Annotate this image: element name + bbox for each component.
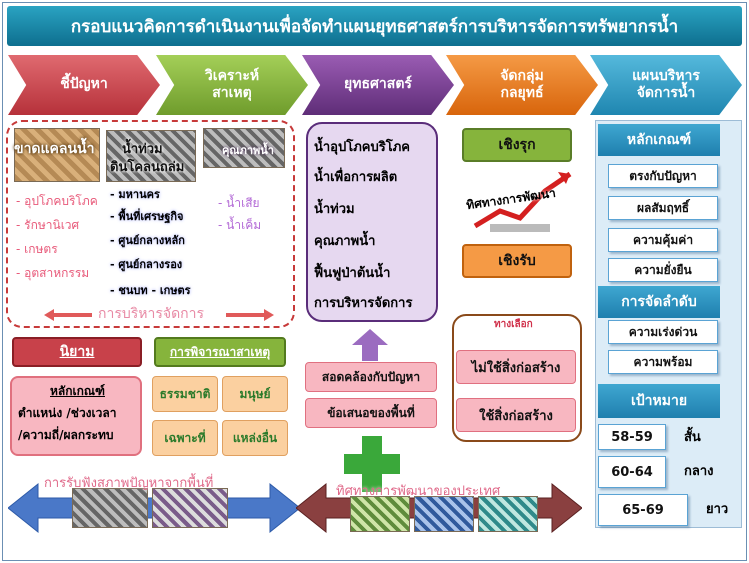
criteria-item: ตรงกับปัญหา — [608, 164, 718, 188]
development-photo-2 — [414, 496, 474, 532]
cause-other-source: แหล่งอื่น — [222, 420, 288, 456]
stage-label-2: กลยุทธ์ — [500, 85, 544, 101]
strategy-box — [306, 122, 438, 322]
priority-header: การจัดลำดับ — [598, 286, 720, 318]
drought-image — [14, 128, 100, 182]
stage-label: ยุทธศาสตร์ — [344, 76, 412, 93]
development-photo — [350, 496, 410, 532]
causes-header: การพิจารณาสาเหตุ — [154, 337, 286, 367]
target-term: กลาง — [684, 464, 714, 479]
problem-area — [6, 120, 295, 328]
stage-label-2: จัดการน้ำ — [636, 85, 696, 101]
strategy-item: น้ำท่วม — [314, 202, 355, 217]
criteria-header: หลักเกณฑ์ — [598, 124, 720, 156]
criteria-item: ความยั่งยืน — [608, 258, 718, 282]
quality-item: - น้ำเสีย — [218, 196, 260, 210]
hearing-photo — [72, 488, 148, 528]
management-label: การบริหารจัดการ — [98, 306, 205, 322]
strategy-item: การบริหารจัดการ — [314, 296, 413, 311]
page-title: กรอบแนวคิดการดำเนินงานเพื่อจัดทำแผนยุทธศ… — [7, 6, 742, 46]
target-term: ยาว — [706, 502, 729, 517]
quality-item: - น้ำเค็ม — [218, 218, 262, 232]
criteria-item: ความคุ้มค่า — [608, 228, 718, 252]
water-quality-image — [203, 128, 285, 168]
consistent-box: สอดคล้องกับปัญหา — [305, 362, 437, 392]
priority-item: ความเร่งด่วน — [608, 320, 718, 344]
target-years: 60-64 — [598, 456, 666, 488]
structural-box: ใช้สิ่งก่อสร้าง — [456, 398, 576, 432]
stage-problem: ชี้ปัญหา — [8, 55, 160, 115]
proposal-box: ข้อเสนอของพื้นที่ — [305, 398, 437, 428]
flood-item: - มหานคร — [110, 188, 160, 201]
target-header: เป้าหมาย — [598, 384, 720, 418]
stage-label-2: สาเหตุ — [212, 85, 252, 101]
shortage-label: ขาดแคลนน้ำ — [14, 141, 95, 157]
landslide-label: ดินโคลนถล่ม — [110, 160, 185, 175]
flood-label: น้ำท่วม — [122, 142, 163, 157]
strategy-item: น้ำเพื่อการผลิต — [314, 170, 398, 185]
stage-grouping: จัดกลุ่มกลยุทธ์ — [446, 55, 598, 115]
options-label: ทางเลือก — [494, 319, 533, 330]
non-structural-box: ไม่ใช้สิ่งก่อสร้าง — [456, 350, 576, 384]
definition-line-1: ตำแหน่ง /ช่วงเวลา — [18, 406, 117, 420]
shortage-item: - อุปโภคบริโภค — [16, 194, 98, 208]
flood-item: - ศูนย์กลางรอง — [110, 258, 183, 271]
criteria-item: ผลสัมฤทธิ์ — [608, 196, 718, 220]
growth-chart-icon — [473, 171, 572, 232]
flood-item: - พื้นที่เศรษฐกิจ — [110, 210, 184, 223]
management-arrow-right-icon — [226, 309, 274, 321]
target-years: 65-69 — [598, 494, 688, 526]
shortage-item: - รักษานิเวศ — [16, 218, 80, 232]
target-term: สั้น — [684, 430, 701, 445]
strategy-item: คุณภาพน้ำ — [314, 234, 376, 249]
stage-strategy: ยุทธศาสตร์ — [302, 55, 454, 115]
listen-label: การรับฟังสภาพปัญหาจากพื้นที่ — [44, 476, 214, 491]
reactive-box: เชิงรับ — [462, 244, 572, 278]
stage-label: วิเคราะห์ — [204, 67, 260, 84]
definition-line-2: /ความถี่/ผลกระทบ — [18, 428, 114, 442]
management-arrow-left-icon — [44, 309, 92, 321]
quality-label: คุณภาพน้ำ — [222, 144, 274, 157]
cause-natural: ธรรมชาติ — [152, 376, 218, 412]
stage-label: ชี้ปัญหา — [60, 76, 108, 93]
cause-human: มนุษย์ — [222, 376, 288, 412]
flood-image — [106, 130, 196, 182]
shortage-item: - เกษตร — [16, 242, 58, 256]
proactive-box: เชิงรุก — [462, 128, 572, 162]
stage-label: แผนบริหาร — [632, 67, 700, 84]
stage-analyze: วิเคราะห์สาเหตุ — [156, 55, 308, 115]
national-label: ทิศทางการพัฒนาของประเทศ — [336, 484, 501, 499]
plus-icon — [344, 436, 400, 492]
definition-header: นิยาม — [12, 337, 142, 367]
shortage-item: - อุตสาหกรรม — [16, 266, 90, 280]
hearing-photo-2 — [152, 488, 228, 528]
development-photo-3 — [478, 496, 538, 532]
flood-item: - ศูนย์กลางหลัก — [110, 234, 185, 247]
flood-item: - ชนบท - เกษตร — [110, 284, 191, 297]
definition-box — [10, 376, 142, 456]
stage-plan: แผนบริหารจัดการน้ำ — [590, 55, 742, 115]
strategy-item: ฟื้นฟูป่าต้นน้ำ — [314, 266, 391, 281]
cause-local: เฉพาะที่ — [152, 420, 218, 456]
priority-item: ความพร้อม — [608, 350, 718, 374]
stage-label: จัดกลุ่ม — [500, 67, 544, 84]
strategy-item: น้ำอุปโภคบริโภค — [314, 140, 410, 155]
definition-criteria: หลักเกณฑ์ — [50, 384, 105, 398]
up-arrow-icon — [352, 329, 388, 361]
target-years: 58-59 — [598, 424, 666, 450]
